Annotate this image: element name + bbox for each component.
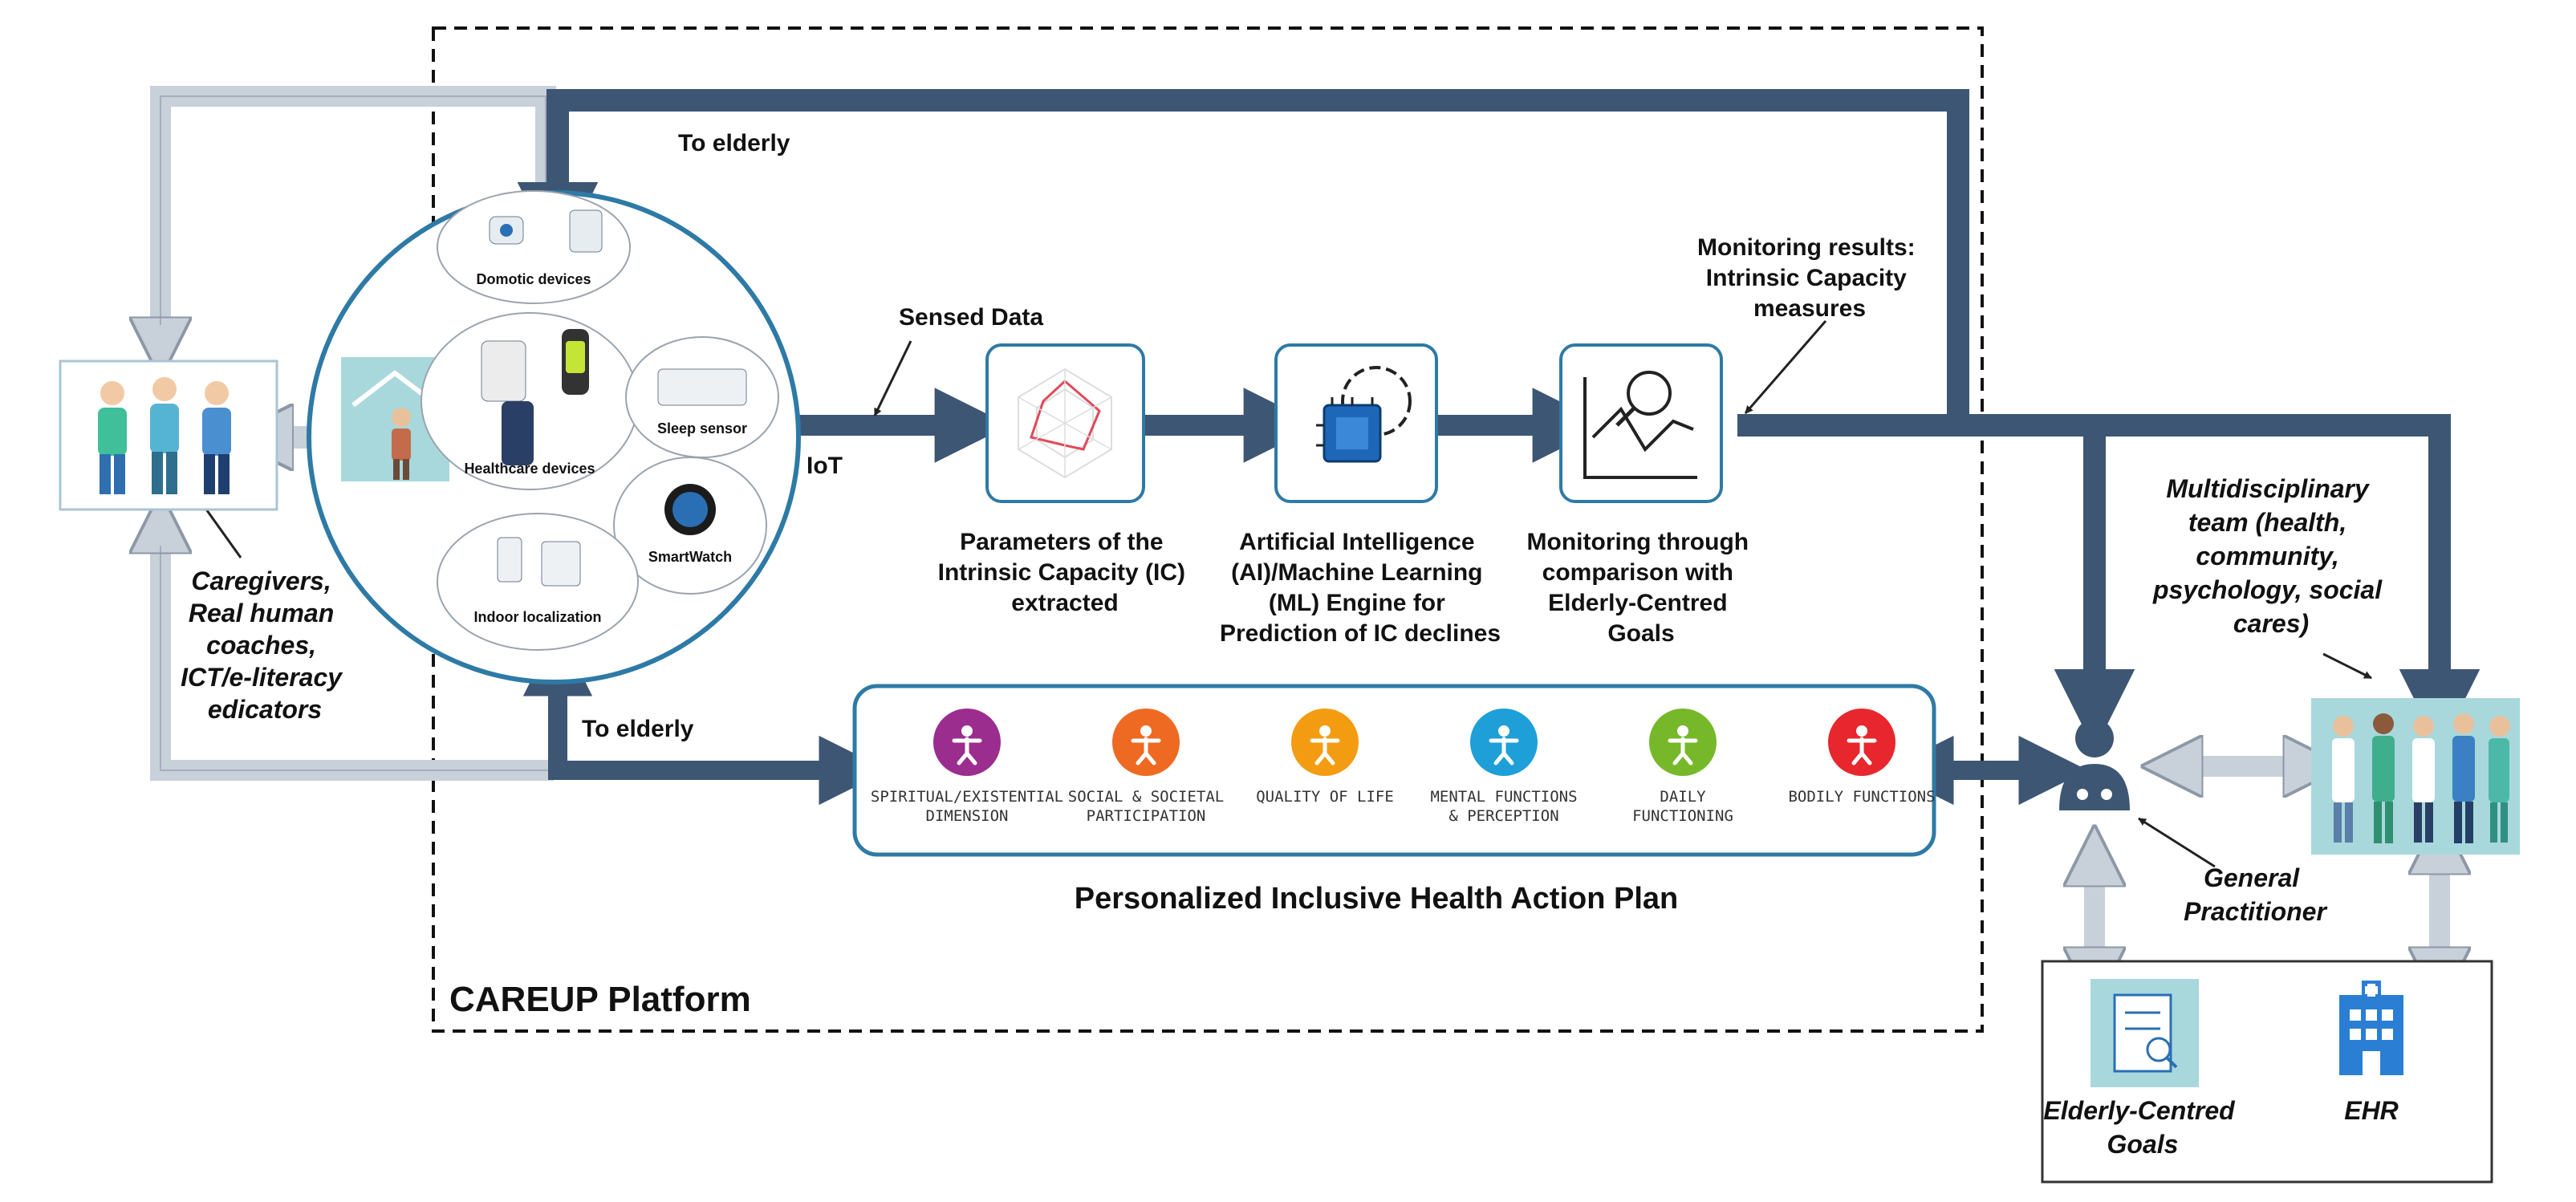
sensed-data-label: Sensed Data	[899, 304, 1043, 331]
dimension-label: MENTAL FUNCTIONS& PERCEPTION	[1430, 788, 1577, 825]
ehr-label: EHR	[2344, 1096, 2399, 1125]
monitoring-results-pointer	[1744, 320, 1827, 414]
svg-text:Indoor localization: Indoor localization	[473, 609, 601, 625]
goals-label: Elderly-Centred Goals	[2043, 1096, 2241, 1159]
action-plan-box	[852, 684, 1936, 857]
svg-text:Healthcare devices: Healthcare devices	[464, 461, 595, 477]
specialist-person-icon	[2452, 713, 2475, 843]
nurse-person-icon	[2372, 713, 2395, 843]
trend-magnifier-icon	[1583, 371, 1697, 479]
action-plan-title: Personalized Inclusive Health Action Pla…	[1075, 882, 1678, 916]
sleep-sensor-cloud: Sleep sensor	[625, 336, 779, 458]
gp-pointer	[2138, 817, 2216, 868]
radar-chart-icon	[1018, 368, 1112, 479]
beacon-icon	[497, 537, 522, 583]
parameters-step	[985, 343, 1145, 503]
goals-report-icon	[2090, 979, 2199, 1087]
ai-engine-label: Artificial Intelligence (AI)/Machine Lea…	[1220, 529, 1501, 647]
gp-label: General Practitioner	[2184, 863, 2327, 926]
team-label: Multidisciplinary team (health, communit…	[2152, 474, 2389, 638]
dimension-3: MENTAL FUNCTIONS& PERCEPTION	[1430, 709, 1578, 825]
parameters-label: Parameters of the Intrinsic Capacity (IC…	[938, 529, 1193, 616]
to-team-arrow	[2086, 414, 2481, 750]
healthcare-devices-cloud: Healthcare devices	[421, 312, 639, 490]
sleep-sensor-icon	[657, 368, 747, 406]
sensed-data-pointer	[873, 340, 912, 416]
to-elderly-bottom-label: To elderly	[582, 716, 694, 742]
svg-text:Domotic devices: Domotic devices	[476, 271, 591, 287]
caregiver-person-icon	[98, 381, 127, 494]
doctor-icon	[2059, 719, 2130, 810]
ai-engine-step	[1274, 343, 1438, 503]
caregivers-illustration	[59, 359, 278, 511]
domotic-devices-cloud: Domotic devices	[437, 190, 631, 304]
caregivers-label: Caregivers, Real human coaches, ICT/e-li…	[181, 566, 349, 724]
therapist-person-icon	[2489, 716, 2510, 843]
smartwatch-cloud: SmartWatch	[613, 457, 767, 595]
to-elderly-top-arrow	[517, 89, 1969, 437]
hospital-icon	[2339, 981, 2403, 1075]
team-pointer	[2322, 652, 2372, 680]
svg-text:SmartWatch: SmartWatch	[648, 549, 732, 565]
monitoring-step	[1559, 343, 1723, 503]
sensor-device-icon	[569, 209, 603, 253]
platform-title: CAREUP Platform	[449, 980, 751, 1019]
educator-person-icon	[202, 381, 231, 494]
monitoring-label: Monitoring through comparison with Elder…	[1527, 529, 1756, 647]
monitoring-results-label: Monitoring results: Intrinsic Capacity m…	[1697, 234, 1922, 322]
svg-text:Sleep sensor: Sleep sensor	[657, 420, 747, 437]
medical-team-illustration	[2311, 698, 2520, 855]
dimension-2: QUALITY OF LIFE	[1256, 709, 1394, 806]
iot-home-circle: Domotic devices Healthcare devices Sleep…	[307, 190, 801, 684]
caregivers-pointer	[199, 501, 242, 558]
glucometer-icon	[481, 340, 526, 402]
chip-gear-icon	[1316, 366, 1412, 463]
doctor-person-icon	[2332, 716, 2355, 843]
coach-person-icon	[150, 377, 179, 494]
to-elderly-top-label: To elderly	[678, 130, 790, 156]
to-gp-arrow	[1958, 414, 2135, 750]
dimension-label: BODILY FUNCTIONS	[1788, 788, 1935, 806]
physician-person-icon	[2412, 716, 2435, 843]
iot-label: IoT	[807, 453, 843, 479]
dimension-label: QUALITY OF LIFE	[1256, 788, 1394, 806]
dimension-5: BODILY FUNCTIONS	[1788, 709, 1936, 806]
indoor-localization-cloud: Indoor localization	[437, 513, 639, 651]
